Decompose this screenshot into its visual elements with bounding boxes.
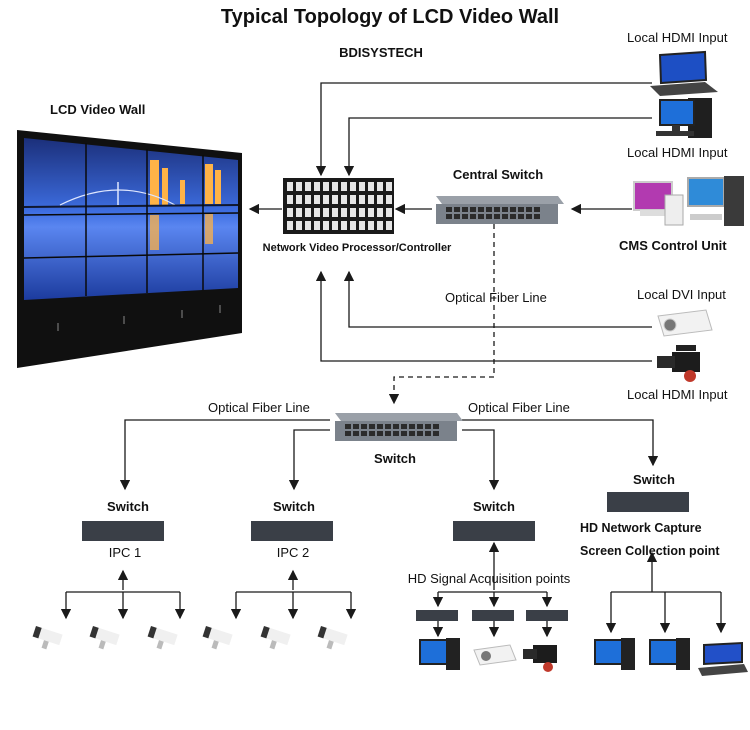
cctv-camera-icon [317,626,348,650]
central-switch-icon [436,196,564,224]
projector-icon [657,309,713,337]
cctv-camera-icon [147,626,178,650]
dvi-input-label: Local DVI Input [637,287,726,302]
network-switch-icon [82,492,689,621]
desktop-pc-icon [656,98,712,138]
fiber-line-right-label: Optical Fiber Line [468,400,570,415]
camcorder-icon [657,345,700,382]
hdmi-input-3-label: Local HDMI Input [627,387,728,402]
switch-2-label: Switch [273,499,315,514]
laptop-icon [650,50,718,96]
central-switch-label: Central Switch [452,167,544,182]
switch-3-label: Switch [473,499,515,514]
brand-label: BDISYSTECH [339,45,423,60]
cctv-camera-icon [32,626,348,650]
switch-1-label: Switch [107,499,149,514]
cms-unit-label: CMS Control Unit [619,238,727,253]
cctv-camera-icon [32,626,63,650]
fiber-line-left-label: Optical Fiber Line [208,400,310,415]
processor-label: Network Video Processor/Controller [262,242,452,254]
page-title: Typical Topology of LCD Video Wall [220,6,560,28]
hd-capture-label-2: Screen Collection point [580,544,720,558]
hd-signal-devices [419,638,557,672]
hd-capture-label-1: HD Network Capture [580,521,702,535]
ipc-1-label: IPC 1 [108,545,142,560]
ipc-2-label: IPC 2 [276,545,310,560]
main-switch-icon [335,413,463,441]
switch-4-label: Switch [633,472,675,487]
hdmi-input-2-label: Local HDMI Input [627,145,728,160]
cctv-camera-icon [89,626,120,650]
video-wall-label: LCD Video Wall [50,102,146,117]
cctv-camera-icon [260,626,291,650]
fiber-line-center-label: Optical Fiber Line [445,290,547,305]
main-switch-label: Switch [374,451,416,466]
cctv-camera-icon [202,626,233,650]
pc-set-icon [633,176,744,226]
hd-signal-label: HD Signal Acquisition points [407,571,571,586]
hd-capture-devices [594,638,748,676]
hdmi-input-1-label: Local HDMI Input [627,30,728,45]
